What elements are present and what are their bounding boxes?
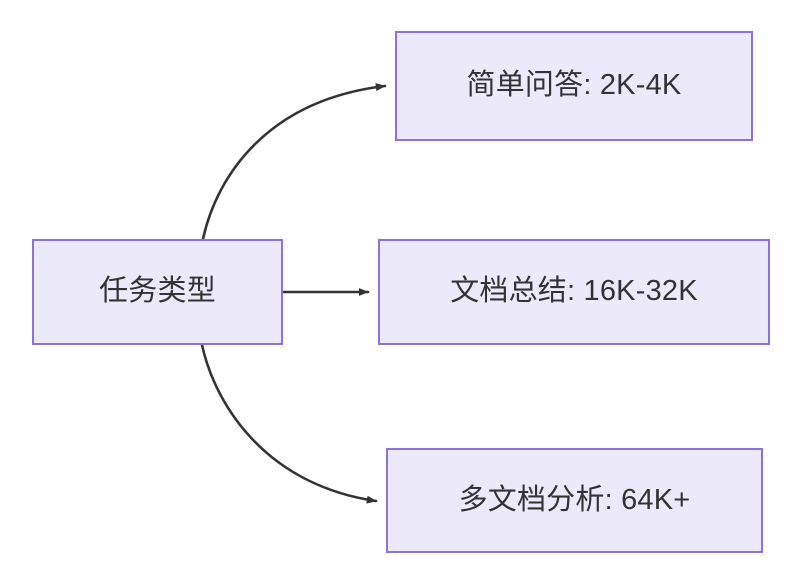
edge-root-to-simple-qa: [201, 83, 387, 241]
node-task-type-label: 任务类型: [99, 275, 216, 308]
node-simple-qa-label: 简单问答: 2K-4K: [466, 69, 682, 102]
node-multi-doc-label: 多文档分析: 64K+: [458, 483, 691, 516]
node-doc-summary[interactable]: 文档总结: 16K-32K: [378, 239, 770, 345]
node-multi-doc[interactable]: 多文档分析: 64K+: [386, 448, 763, 553]
node-doc-summary-label: 文档总结: 16K-32K: [450, 275, 698, 308]
node-task-type[interactable]: 任务类型: [32, 239, 283, 345]
node-simple-qa[interactable]: 简单问答: 2K-4K: [395, 31, 753, 141]
edge-root-to-multi-doc: [200, 343, 378, 504]
